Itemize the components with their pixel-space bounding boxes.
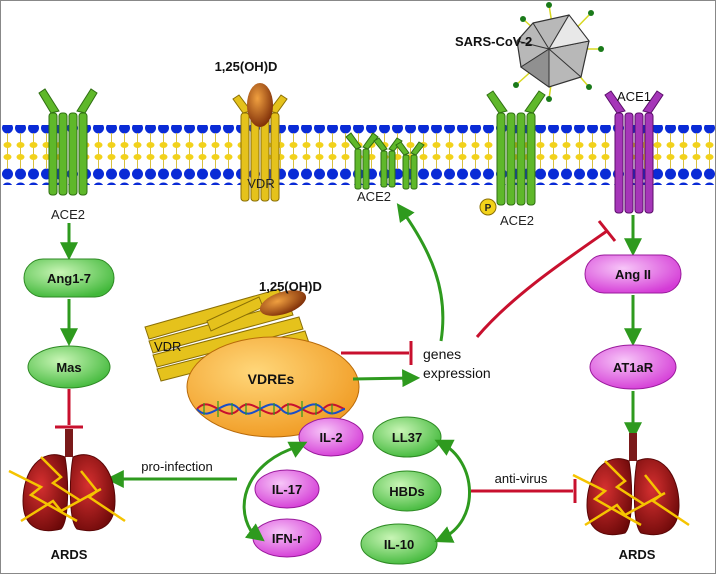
node-il10-label: IL-10 (384, 537, 414, 552)
node-mas: Mas (27, 345, 111, 389)
sars-cov-2-label: SARS-CoV-2 (455, 34, 532, 49)
node-mas-label: Mas (56, 360, 81, 375)
lungs-icon-left (8, 429, 126, 532)
ace1-receptor (604, 90, 664, 214)
node-hbds: HBDs (372, 470, 442, 512)
vdr-label-cyto: VDR (154, 339, 181, 354)
vdr-label-membrane: VDR (247, 176, 274, 191)
ace2-receptor-left (38, 88, 98, 196)
ards-label-left: ARDS (51, 547, 88, 562)
vitamin-d-molecule-mid (259, 290, 307, 316)
vitd-label-top: 1,25(OH)D (215, 59, 278, 74)
inhibit-mas-to-ards-left (55, 389, 83, 429)
node-at1ar: AT1aR (589, 344, 677, 390)
arrow-head-il2 (287, 441, 308, 458)
virus-icon (513, 2, 604, 102)
inhibit-anti-virus (471, 479, 577, 503)
arrow-vdres-to-genes (352, 369, 421, 388)
arrow-genes-to-ace2 (396, 203, 445, 342)
inhibit-genes-to-ace1 (475, 220, 617, 338)
node-ifnr-label: IFN-r (272, 531, 302, 546)
bracket-il2-ifnr (242, 445, 298, 542)
phosphate-label: P (485, 203, 492, 214)
node-angII: Ang II (584, 254, 682, 294)
node-ll37-label: LL37 (392, 430, 422, 445)
vdres-label: VDREs (248, 371, 295, 387)
phosphate-circle (479, 198, 497, 216)
node-ifnr: IFN-r (252, 518, 322, 558)
ace1-label: ACE1 (617, 89, 651, 104)
node-ll37: LL37 (372, 416, 442, 458)
lungs-icon-right (572, 433, 690, 536)
node-il2-label: IL-2 (319, 430, 342, 445)
genes-label-line2: expression (423, 365, 491, 381)
vitd-label-mid: 1,25(OH)D (259, 279, 322, 294)
node-il17-label: IL-17 (272, 482, 302, 497)
node-il17: IL-17 (254, 469, 320, 509)
dna-helix-icon (196, 401, 346, 417)
ace2-label-mid: ACE2 (357, 189, 391, 204)
node-ang17-label: Ang1-7 (47, 271, 91, 286)
ace2-receptor-cluster (345, 132, 425, 190)
node-at1ar-label: AT1aR (613, 360, 654, 375)
inhibit-vdr-to-genes (341, 341, 413, 365)
node-il10: IL-10 (360, 523, 438, 565)
ace2-label-right: ACE2 (500, 213, 534, 228)
vitamin-d-molecule-top (247, 83, 273, 127)
ards-label-right: ARDS (619, 547, 656, 562)
node-hbds-label: HBDs (389, 484, 424, 499)
node-ang17: Ang1-7 (23, 258, 115, 298)
node-angII-label: Ang II (615, 267, 651, 282)
ace2-receptor-right (486, 90, 546, 206)
ace2-label-left: ACE2 (51, 207, 85, 222)
pro-infection-label: pro-infection (141, 459, 213, 474)
node-il2: IL-2 (298, 417, 364, 457)
vdres-nucleus: VDREs (186, 336, 360, 438)
bracket-ll37-il10 (434, 439, 471, 543)
genes-label-line1: genes (423, 346, 461, 362)
anti-virus-label: anti-virus (495, 471, 548, 486)
